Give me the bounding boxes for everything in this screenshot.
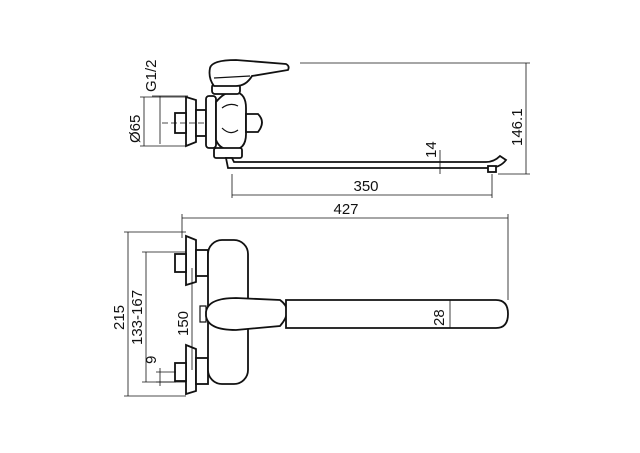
dim-inlet-range: 133-167 [129, 251, 186, 383]
dim-spout-reach-label: 350 [353, 178, 378, 195]
dim-spout-width: 28 [431, 300, 451, 328]
dim-spout-reach: 350 [231, 174, 493, 198]
top-spout [285, 299, 509, 329]
dim-offset-label: 9 [143, 356, 160, 364]
top-handle [205, 297, 288, 331]
top-upper-inlet [174, 234, 209, 287]
dim-inlet-range-label: 133-167 [129, 290, 146, 345]
dim-thread-label: G1/2 [143, 59, 160, 92]
dim-total-height-label: 146.1 [509, 108, 526, 146]
dim-spout-height: 14 [423, 141, 441, 174]
side-wall-flange [174, 95, 207, 148]
side-mixer-body [205, 59, 290, 159]
dim-spout-width-label: 28 [431, 309, 448, 326]
dim-total-length-label: 427 [333, 201, 358, 218]
dim-flange-diameter-label: Ø65 [127, 115, 144, 143]
top-lower-inlet [174, 343, 209, 396]
top-view: 427 215 133-167 150 9 [111, 201, 509, 397]
dim-offset: 9 [143, 356, 176, 386]
dim-center-distance: 150 [175, 268, 193, 370]
dim-thread: G1/2 [143, 59, 188, 144]
dim-center-distance-label: 150 [175, 311, 192, 336]
dim-spout-height-label: 14 [423, 141, 440, 158]
dim-total-length: 427 [181, 201, 509, 300]
side-view: G1/2 Ø65 14 350 146.1 [127, 59, 530, 198]
dim-overall-height-label: 215 [111, 305, 128, 330]
dim-total-height: 146.1 [300, 62, 530, 175]
dim-flange-diameter: Ø65 [127, 96, 186, 147]
side-spout [224, 154, 508, 173]
dim-overall-height: 215 [111, 231, 186, 397]
